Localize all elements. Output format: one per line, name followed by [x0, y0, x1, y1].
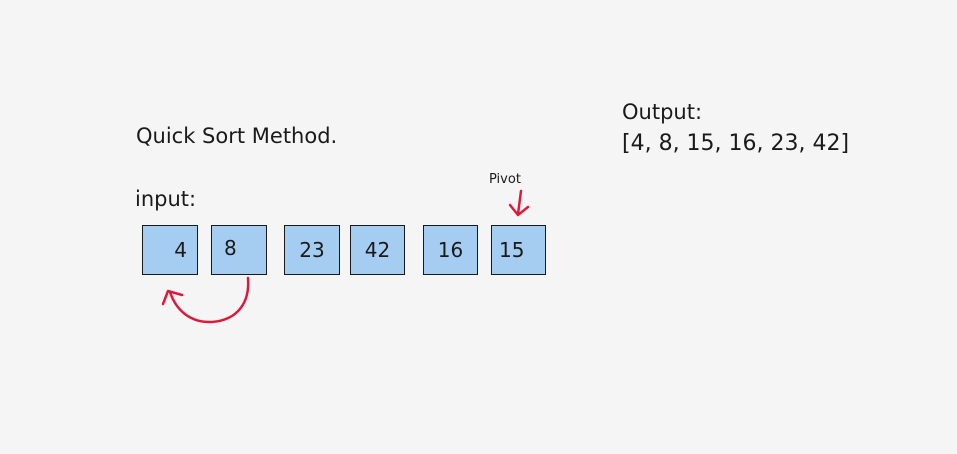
input-label: input:	[135, 187, 197, 211]
output-label: Output:	[622, 100, 703, 124]
swap-arrow-icon	[161, 276, 250, 324]
pivot-label: Pivot	[489, 172, 521, 187]
diagram-title: Quick Sort Method.	[136, 124, 338, 148]
array-cell-5: 16	[423, 225, 478, 275]
array-cell-6: 15	[491, 225, 546, 275]
pivot-arrow-icon	[508, 189, 530, 217]
array-cell-2: 8	[211, 225, 267, 275]
array-cell-3: 23	[284, 225, 340, 275]
array-cell-4: 42	[350, 225, 405, 275]
array-cell-1: 4	[142, 225, 198, 275]
output-array: [4, 8, 15, 16, 23, 42]	[622, 131, 850, 156]
